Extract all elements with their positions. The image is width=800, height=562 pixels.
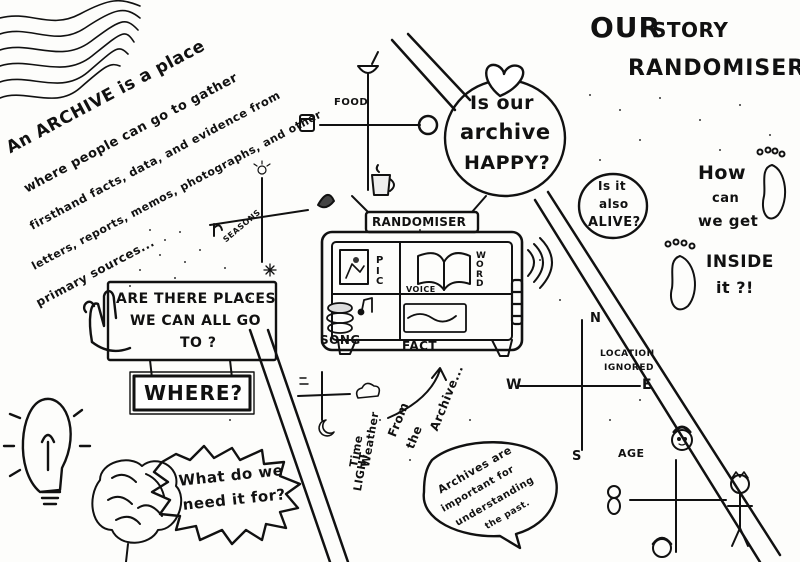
title-randomiser: RANDOMISER	[628, 56, 800, 81]
alive-bubble-line-1: Is it	[598, 179, 627, 193]
wavy-lines-decoration	[0, 0, 141, 99]
places-sign-line-3: TO ?	[180, 335, 217, 351]
jar-icon	[299, 114, 315, 132]
sun-icon	[253, 160, 271, 175]
location-axes	[519, 319, 641, 451]
alive-bubble-line-2: also	[599, 197, 629, 211]
footprint-icon-bottom	[664, 238, 696, 311]
machine-song-label: SONG	[320, 333, 361, 347]
where-sign-text: WHERE?	[144, 381, 244, 405]
picture-frame-icon	[339, 249, 369, 285]
hand-icon	[82, 289, 132, 353]
inside-how: How	[698, 162, 747, 184]
person-top-icon	[671, 425, 693, 451]
lightbulb-icon	[2, 397, 92, 506]
cup-icon	[371, 164, 395, 196]
title-story: STORY	[652, 18, 729, 42]
machine-fact-label: FACT	[402, 339, 438, 353]
inside-inside: INSIDE	[706, 252, 774, 272]
axis-age-label: AGE	[618, 447, 645, 460]
dotted-pattern	[129, 94, 771, 461]
heart-bubble-line-1: Is our	[470, 92, 534, 114]
footprint-icon-top	[756, 146, 787, 220]
compass-east: E	[642, 377, 653, 393]
food-axis	[319, 69, 439, 191]
alive-bubble-line-3: ALIVE?	[588, 215, 641, 230]
snowflake-icon	[263, 263, 277, 277]
inside-can: can	[712, 191, 740, 206]
machine-label: RANDOMISER	[372, 215, 467, 229]
diagonal-path-lines	[248, 32, 782, 562]
places-sign-line-1: ARE THERE PLACES	[116, 291, 277, 307]
alive-bubble-outline	[577, 172, 649, 240]
bowl-icon	[357, 51, 379, 74]
rain-icon	[299, 377, 309, 385]
moon-icon	[318, 419, 335, 437]
stacked-records-icon	[326, 297, 373, 334]
person-right-icon	[727, 471, 753, 547]
heart-bubble-line-3: HAPPY?	[464, 152, 551, 174]
compass-west: W	[506, 377, 522, 393]
inside-we-get: we get	[698, 212, 759, 230]
cloud-icon	[355, 382, 381, 399]
sound-waves-icon	[527, 237, 553, 289]
compass-north: N	[590, 311, 602, 326]
title-our: OUR	[590, 11, 662, 44]
machine-pic-label: PIC	[376, 255, 384, 287]
baby-icon	[607, 485, 621, 515]
where-sign	[129, 371, 255, 415]
fact-card-icon	[403, 303, 467, 333]
heart-bubble-line-2: archive	[460, 120, 551, 144]
weather-axis	[297, 371, 351, 421]
inside-it: it ?!	[716, 278, 754, 297]
heart-bubble-outline	[443, 63, 567, 198]
machine-voice-label: VOICE	[406, 285, 436, 294]
places-sign-line-2: WE CAN ALL GO	[130, 313, 262, 329]
axis-location-label: LOCATION	[600, 349, 655, 359]
leaf-icon	[317, 194, 335, 209]
compass-south: S	[572, 449, 582, 464]
seasons-axis	[209, 177, 309, 263]
machine-word-label: WORD	[476, 251, 487, 290]
book-icon	[417, 252, 471, 291]
axis-food-label: FOOD	[334, 97, 369, 108]
age-axis	[629, 459, 727, 553]
need-bubble-outline	[150, 444, 302, 546]
crank-handle-icon	[510, 278, 524, 326]
brain-icon	[91, 459, 183, 562]
sprout-icon	[213, 223, 223, 237]
elder-icon	[651, 536, 673, 558]
axis-ignored-label: IGNORED	[604, 363, 654, 373]
important-bubble-outline	[422, 441, 558, 550]
from-archive-arrow	[387, 367, 447, 419]
